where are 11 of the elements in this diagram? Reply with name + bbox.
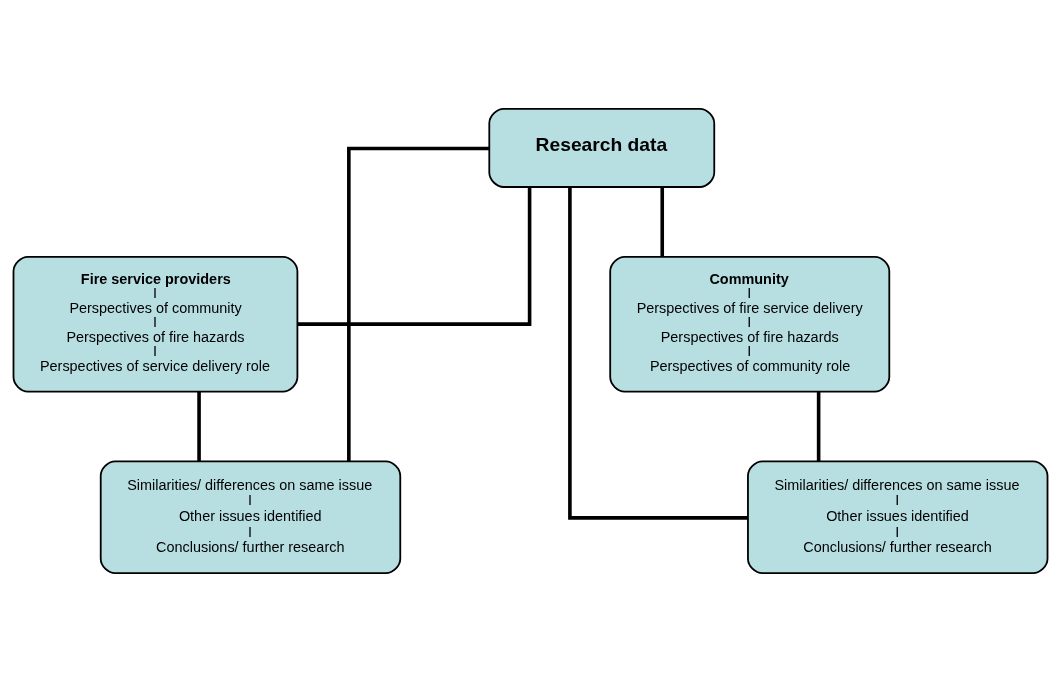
connector — [816, 391, 821, 461]
connector — [347, 146, 489, 461]
connector — [568, 186, 748, 520]
connector — [660, 186, 665, 257]
node-box: Similarities/ differences on same issue I Other issues identified I Conclusions/ further research — [747, 459, 1049, 574]
node-box: Community I Perspectives of fire service delivery I Perspectives of fire hazards I Perspectives of community role — [609, 255, 891, 392]
node-box: Similarities/ differences on same issue I Other issues identified I Conclusions/ further research — [99, 459, 402, 574]
connector — [197, 391, 201, 461]
node-box: Fire service providers I Perspectives of community I Perspectives of fire hazards I Perspectives of service delivery role — [12, 255, 299, 392]
node-box: Research data — [488, 107, 716, 188]
connector — [297, 186, 532, 326]
